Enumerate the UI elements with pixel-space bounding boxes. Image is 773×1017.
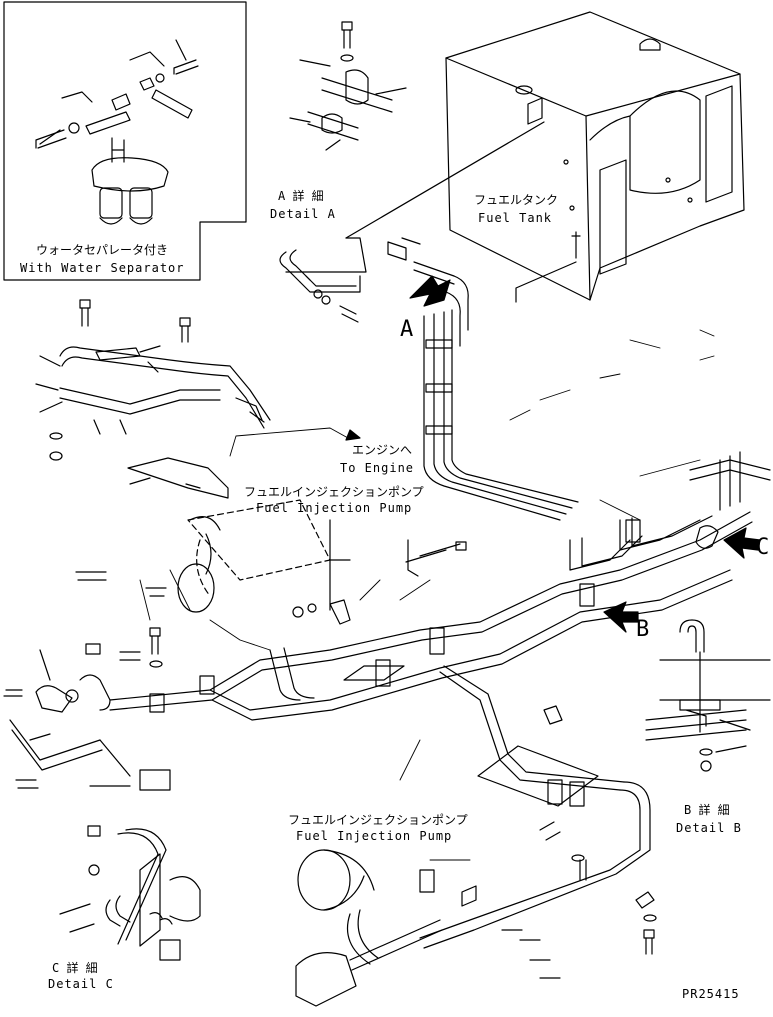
detail-b-label-jp: B 詳 細 [684, 802, 730, 817]
lower-section [295, 665, 657, 1007]
detail-c-label-jp: C 詳 細 [52, 960, 98, 975]
inset-label-jp: ウォータセパレータ付き [36, 243, 168, 257]
lower-pump-label-en: Fuel Injection Pump [296, 829, 452, 843]
water-separator-inset [3, 1, 247, 281]
detail-c-parts [59, 825, 201, 961]
fuel-tank-label-en: Fuel Tank [478, 211, 552, 225]
detail-c-label-en: Detail C [48, 977, 114, 991]
tank-pipes [423, 309, 579, 521]
arrow-label-a: A [400, 317, 413, 342]
arrow-label-c: C [756, 535, 769, 560]
to-engine-label-en: To Engine [340, 461, 414, 475]
detail-a-lines [279, 121, 545, 347]
upper-pump-label-en: Fuel Injection Pump [256, 501, 412, 515]
detail-b-label-en: Detail B [676, 821, 742, 835]
inset-label-en: With Water Separator [20, 261, 185, 275]
detail-a-label-jp: A 詳 細 [278, 188, 324, 203]
to-engine-label-jp: エンジンへ [352, 443, 412, 457]
detail-b-parts [645, 619, 771, 772]
upper-left-lines [35, 299, 271, 499]
lower-pump-label-jp: フュエルインジェクションポンプ [288, 813, 468, 827]
detail-a-label-en: Detail A [270, 207, 336, 221]
arrow-label-b: B [636, 617, 649, 642]
fuel-tank-label-jp: フュエルタンク [474, 193, 558, 207]
main-harness [109, 451, 771, 721]
direction-arrows [345, 275, 761, 633]
left-middle-parts [3, 571, 171, 791]
top-clamp-group [289, 21, 407, 151]
upper-pump [177, 516, 467, 625]
fuel-tank [445, 11, 745, 303]
leader-lines [139, 329, 715, 861]
upper-pump-label-jp: フュエルインジェクションポンプ [244, 485, 424, 499]
drawing-number: PR25415 [682, 987, 740, 1001]
